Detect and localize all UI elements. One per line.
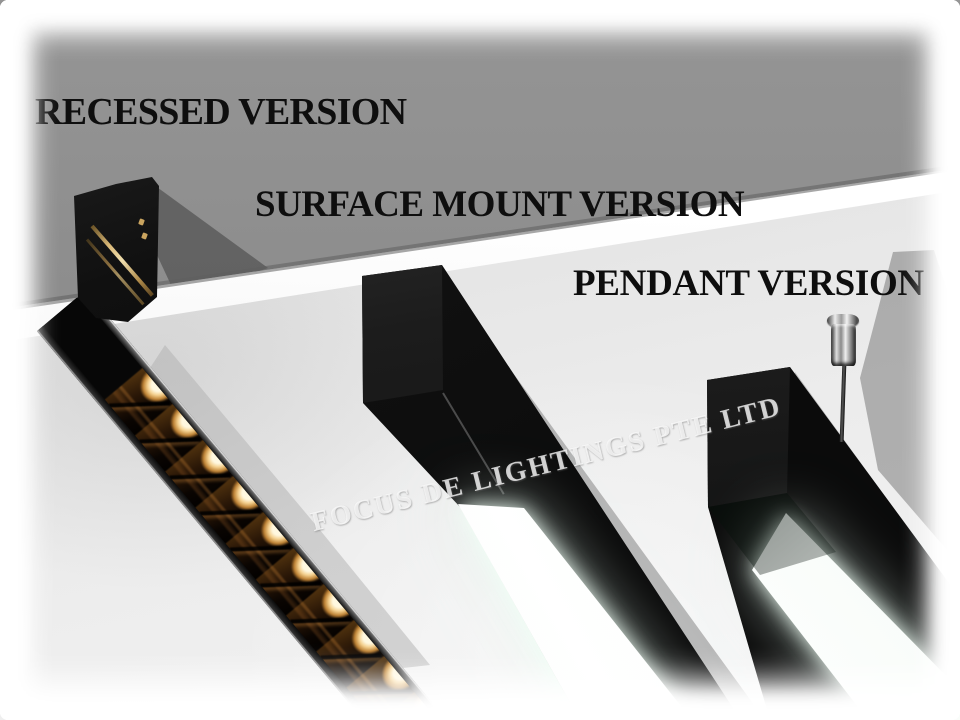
label-recessed-version: RECESSED VERSION <box>35 91 407 133</box>
pendant-canopy-flange <box>827 314 859 327</box>
pendant-cable-gripper <box>831 324 856 366</box>
label-pendant-version: PENDANT VERSION <box>573 263 924 304</box>
label-surface-mount-version: SURFACE MOUNT VERSION <box>255 184 745 225</box>
photo-left-edge-artifact <box>0 0 3 252</box>
